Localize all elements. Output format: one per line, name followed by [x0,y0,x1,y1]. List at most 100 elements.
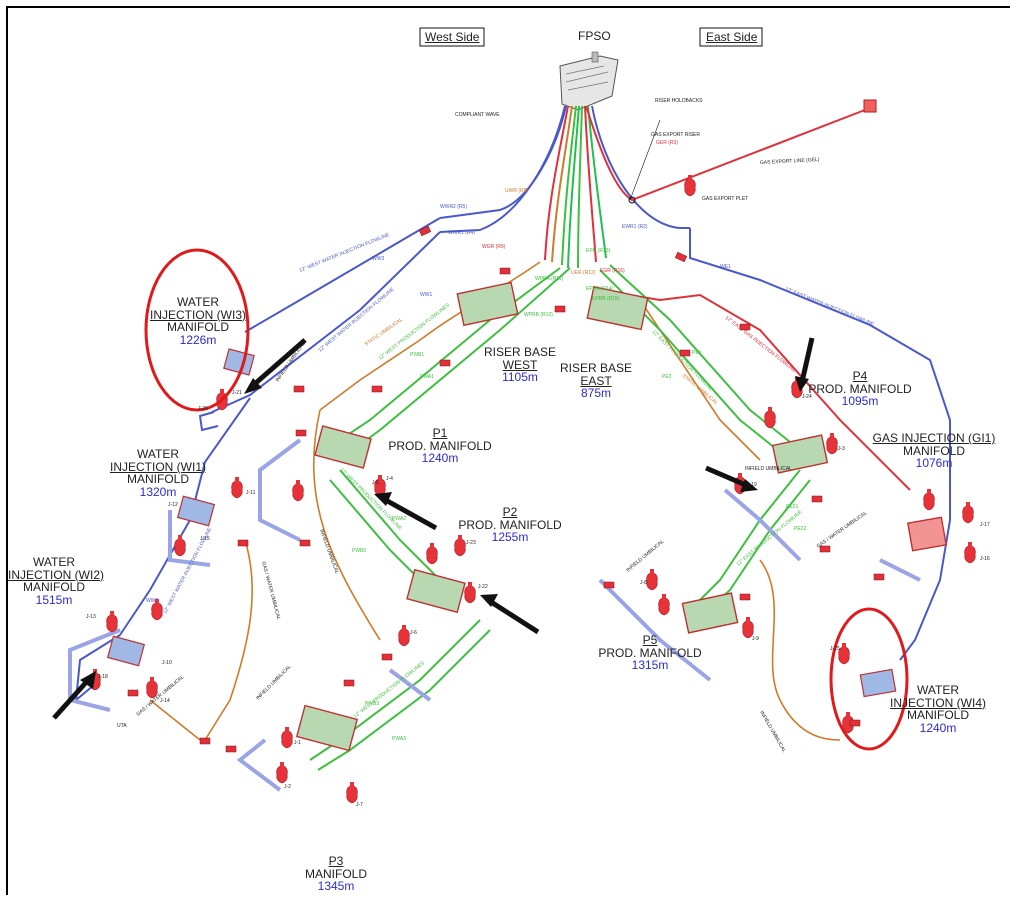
pwb1-label: PWB1 [410,352,424,358]
east-prod-flowline-1-label: 12" EAST PRODUCTION FLOWLINE [651,329,715,393]
arrow-p1 [380,495,438,531]
pointer-arrows [52,337,815,720]
pwb3-label: PWB3 [365,701,379,707]
gas-export-line-label: GAS EXPORT LINE (GEL) [760,157,820,166]
j22-label: J-22 [478,584,488,590]
j8-label: J-8 [640,580,647,586]
gas-water-umbilical-1-label: GAS / WATER UMBILICAL [260,561,281,621]
riser-base-west-structure [456,281,519,327]
j2-label: J-2 [284,784,291,790]
wi3-depth: 1226m [179,332,217,347]
pe2-label: PE2 [662,374,672,380]
j1-label: J-1 [294,740,301,746]
j3-label: J-3 [838,446,845,452]
ewr1-label: EWR1 (R2) [622,224,648,230]
wi4-line1: WATER [917,683,959,697]
wi1-line2: INJECTION (WI1) [110,459,206,474]
arrow-wi2 [52,676,92,720]
manifold-jumpers [68,438,921,792]
wgr-label: WGR (R9) [482,244,506,250]
east-gi-flowline-label: 12" EAST GAS INJECTION FLOWLINE [724,315,798,375]
rbe-line2: EAST [580,373,612,388]
gas-water-umbilical-2-label: GAS / WATER UMBILICAL [135,674,185,717]
wellheads [89,376,976,804]
gas-export-plet-label: GAS EXPORT PLET [702,196,748,202]
wi2-depth: 1515m [35,592,73,607]
p3-depth: 1345m [317,879,355,894]
j15-label: J-15 [200,536,210,542]
diagram-frame [6,6,1010,895]
rbw-line1: RISER BASE [483,345,557,359]
infield-umbilical-2-label: INFIELD UMBILICAL [318,529,340,575]
arrow-p2 [486,597,540,635]
rbe-depth: 875m [580,386,612,401]
ww3-label: WW3 [372,256,384,262]
gi1-depth: 1076m [915,456,953,471]
east-side-box [699,27,763,47]
p5-label: P5 PROD. MANIFOLD 1315m [598,634,702,672]
wi2-line3: MANIFOLD [22,580,85,595]
uta-label: UTA [117,723,127,729]
ww2-label: WW2 [146,598,158,604]
eprb-label: EPRB (R15) [592,296,620,302]
wi4-line2: INJECTION (WI4) [890,695,986,710]
p4-depth: 1095m [841,394,879,409]
infield-umbilical-6-label: INFIELD UMBILICAL [758,710,787,754]
infield-umbilical-4-label: INFIELD UMBILICAL [745,466,792,472]
wi1-label: WATER INJECTION (WI1) MANIFOLD 1320m [110,448,206,498]
riser-base-east-structure [586,285,649,331]
ger-label: GER (R3) [656,140,678,146]
p1-depth: 1240m [421,451,459,466]
line-annotations: COMPLIANT WAVE RISER HOLDBACKS GAS EXPOR… [86,98,990,808]
j18-label: J-18 [98,674,108,680]
wi3-manifold-structure [223,348,255,376]
wi2-label: WATER INJECTION (WI2) MANIFOLD 1515m [8,556,104,607]
pwa2-label: PWA2 [392,516,406,522]
west-side-box [419,27,485,47]
manifold-structures [106,281,947,752]
wi4-depth: 1240m [919,720,957,735]
east-gas-injection-flowline [599,289,911,491]
j7-label: J-7 [356,802,363,808]
wi3-line1: WATER [177,295,219,309]
we1-label: WE1 [720,264,731,270]
west-wi-flowline-top-label: 12" WEST WATER INJECTION FLOWLINE [299,232,392,274]
gi1-line2: MANIFOLD [902,443,965,458]
fpso-label: FPSO [578,29,611,43]
wwr2-label: WWR2 (R5) [440,204,467,210]
wprb-label: WPRB (R10) [524,312,553,318]
east-wi-flowline-label: 12" EAST WATER INJECTION FLOWLINE [784,286,875,328]
j11-label: J-11 [246,490,256,496]
wi4-manifold-structure [859,668,897,698]
riser-base-east-label: RISER BASE EAST 875m [556,362,636,400]
ww1-label: WW1 [420,292,432,298]
p2-line2: PROD. MANIFOLD [458,517,562,532]
j21-label: J-21 [232,390,242,396]
p4-label: P4 PROD. MANIFOLD 1095m [808,370,912,408]
west-wi-flowline-mid-label: 12" WEST WATER INJECTION FLOWLINE [317,286,395,353]
p1-manifold-structure [314,425,372,469]
p4-line1: P4 [852,369,868,383]
plet-markers [127,225,885,753]
wwr1-label: WWR1 (R4) [448,230,475,236]
gi1-manifold-structure [907,516,947,552]
j19-label: J-19 [747,482,757,488]
wi1-line1: WATER [137,447,179,461]
j14-label: J-14 [160,698,170,704]
gi1-line1: GAS INJECTION (GI1) [872,431,996,445]
p2-label: P2 PROD. MANIFOLD 1255m [458,506,562,544]
rbe-line1: RISER BASE [559,361,633,375]
j23-label: J-23 [466,540,476,546]
rbw-line2: WEST [502,357,538,372]
fpso-vessel [559,51,619,111]
p2-manifold-structure [406,568,466,614]
wi3-line3: MANIFOLD [166,320,229,335]
wi1-depth: 1320m [139,484,177,499]
wi3-label: WATER INJECTION (WI3) MANIFOLD 1226m [150,296,246,346]
riser-bundle [439,105,690,269]
wpra-label: WPRA (R11) [535,276,564,282]
p5-line1: P5 [642,633,658,647]
p4-line2: PROD. MANIFOLD [808,381,912,396]
west-side-label: West Side [425,30,480,44]
j25-label: J-25 [830,646,840,652]
